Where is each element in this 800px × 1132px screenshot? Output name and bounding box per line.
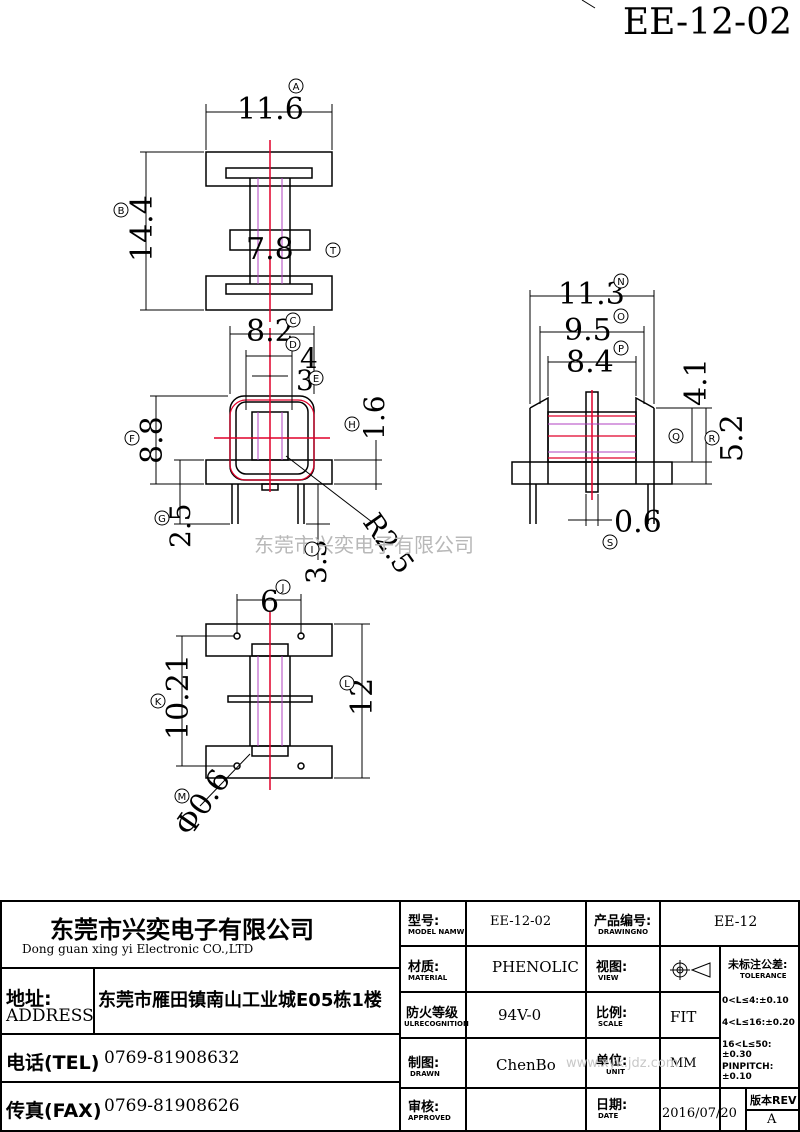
svg-text:G: G <box>158 514 166 525</box>
svg-text:L: L <box>344 679 350 690</box>
tolerance-label-en: TOLERANCE <box>740 972 787 980</box>
svg-text:O: O <box>617 312 625 323</box>
dim-N: 11.3 <box>558 277 625 312</box>
dim-H: 1.6 <box>358 395 391 440</box>
bottom-view <box>176 594 370 807</box>
title-block-grid <box>0 900 800 1132</box>
dim-F: 8.8 <box>135 416 170 464</box>
scale-label-en: SCALE <box>598 1020 623 1028</box>
tel-value: 0769-81908632 <box>104 1048 240 1068</box>
unit-value: MM <box>670 1056 697 1071</box>
front-view <box>150 326 382 560</box>
fire-value: 94V-0 <box>498 1006 542 1024</box>
dim-A: 11.6 <box>237 92 304 127</box>
part-number-title: EE-12-02 <box>622 2 792 43</box>
watermark: 东莞市兴奕电子有限公司 <box>254 533 474 557</box>
technical-drawing: 11.6 14.4 7.8 8.2 <box>113 0 750 843</box>
date-value: 2016/07/20 <box>662 1106 737 1121</box>
projection-symbol-icon <box>670 960 711 980</box>
tolerance-label-cn: 未标注公差: <box>728 958 788 971</box>
svg-text:S: S <box>607 538 613 549</box>
dim-O: 9.5 <box>564 313 612 348</box>
svg-text:M: M <box>178 792 187 803</box>
drawingno-label-en: DRAWINGNO <box>598 928 649 936</box>
company-name-en: Dong guan xing yi Electronic CO.,LTD <box>22 942 254 956</box>
dim-D: 4 <box>300 342 318 375</box>
dim-top-right: 4.1 <box>679 358 714 406</box>
model-label-cn: 型号: <box>408 914 440 929</box>
fax-label: 传真(FAX) <box>6 1100 102 1122</box>
model-label-en: MODEL NAMW <box>408 928 465 936</box>
fire-label-en: ULRECOGNITION <box>404 1020 469 1028</box>
title-block: 东莞市兴奕电子有限公司 Dong guan xing yi Electronic… <box>0 900 800 1132</box>
svg-text:P: P <box>618 344 624 355</box>
unit-label-en: UNIT <box>606 1068 625 1076</box>
svg-text:B: B <box>118 206 125 217</box>
tolerance-row: 16<L≤50:±0.30 <box>722 1040 772 1060</box>
date-label-en: DATE <box>598 1112 619 1120</box>
address-label-en: ADDRESS <box>6 1006 94 1026</box>
address-label-cn: 地址: <box>6 988 52 1010</box>
website-watermark: www.xyk.jdz.com <box>566 1056 679 1071</box>
date-label-cn: 日期: <box>596 1098 628 1113</box>
svg-text:F: F <box>129 434 135 445</box>
material-value: PHENOLIC <box>492 958 579 976</box>
svg-text:R: R <box>709 434 716 445</box>
scale-value: FIT <box>670 1008 697 1026</box>
unit-label-cn: 单位: <box>596 1054 628 1069</box>
top-view <box>140 104 333 322</box>
model-value: EE-12-02 <box>490 914 552 929</box>
svg-text:I: I <box>311 545 314 556</box>
dim-K: 10.21 <box>161 654 196 740</box>
address-value: 东莞市雁田镇南山工业城E05栋1楼 <box>98 990 382 1011</box>
drawn-label-en: DRAWN <box>410 1070 440 1078</box>
dim-Q: 5.2 <box>715 414 750 462</box>
drawingno-label-cn: 产品编号: <box>594 914 652 929</box>
tolerance-row: PINPITCH:±0.10 <box>722 1062 774 1082</box>
svg-text:C: C <box>290 316 297 327</box>
dim-E: 3 <box>296 364 314 397</box>
svg-text:J: J <box>281 583 285 594</box>
circled-markers <box>113 78 720 804</box>
circled-marker-labels: A B T C D E F H G I N O P Q R S J K L M <box>118 82 716 803</box>
svg-text:N: N <box>617 277 624 288</box>
tel-label: 电话(TEL) <box>6 1052 100 1074</box>
scale-label-cn: 比例: <box>596 1006 628 1021</box>
approved-label-cn: 审核: <box>408 1100 440 1115</box>
svg-text:K: K <box>155 697 162 708</box>
dim-B: 14.4 <box>125 195 160 262</box>
svg-text:E: E <box>313 374 319 385</box>
view-label-cn: 视图: <box>596 960 628 975</box>
company-name-cn: 东莞市兴奕电子有限公司 <box>50 916 314 944</box>
svg-text:T: T <box>329 246 337 257</box>
dim-S: 0.6 <box>614 505 662 540</box>
drawingno-value: EE-12 <box>714 914 758 930</box>
tolerance-row: 0<L≤4:±0.10 <box>722 996 789 1006</box>
fire-label-cn: 防火等级 <box>406 1006 459 1021</box>
approved-label-en: APPROVED <box>408 1114 451 1122</box>
svg-text:A: A <box>293 82 300 93</box>
material-label-en: MATERIAL <box>408 974 448 982</box>
dim-T: 7.8 <box>246 232 294 267</box>
dim-G: 2.5 <box>164 503 197 548</box>
svg-text:D: D <box>289 340 297 351</box>
side-view <box>511 290 712 526</box>
svg-text:H: H <box>348 420 356 431</box>
fax-value: 0769-81908626 <box>104 1096 240 1116</box>
drawn-value: ChenBo <box>496 1056 556 1074</box>
svg-text:Q: Q <box>672 432 680 443</box>
drawn-label-cn: 制图: <box>408 1056 440 1071</box>
rev-label: 版本REV <box>750 1094 797 1107</box>
tolerance-row: 4<L≤16:±0.20 <box>722 1018 795 1028</box>
view-label-en: VIEW <box>598 974 619 982</box>
material-label-cn: 材质: <box>408 960 440 975</box>
dim-P: 8.4 <box>566 345 614 380</box>
rev-value: A <box>767 1112 777 1127</box>
dim-J: 6 <box>260 585 279 620</box>
